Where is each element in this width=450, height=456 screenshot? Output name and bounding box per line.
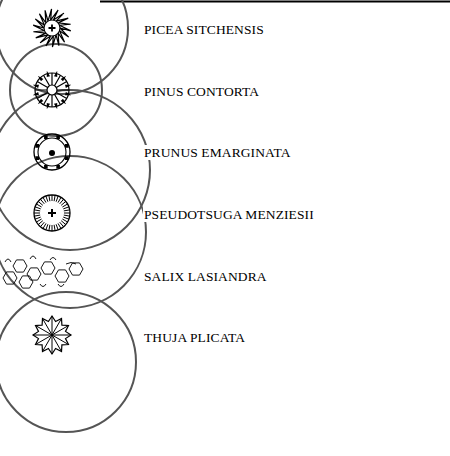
legend-entry: SALIX LASIANDRA (143, 267, 268, 285)
species-name: THUJA PLICATA (143, 330, 246, 345)
legend-entry: PRUNUS EMARGINATA (143, 143, 292, 161)
symbol-part (5, 256, 76, 287)
species-name: PSEUDOTSUGA MENZIESII (143, 207, 315, 222)
species-name: SALIX LASIANDRA (143, 269, 268, 284)
range-circles (0, 0, 150, 432)
legend-entry: PINUS CONTORTA (143, 82, 260, 100)
symbol-part (34, 195, 70, 231)
species-symbols (3, 9, 83, 354)
legend-entry: THUJA PLICATA (143, 328, 246, 346)
symbol-part (38, 138, 66, 166)
symbol-part (35, 135, 68, 168)
species-name: PICEA SITCHENSIS (143, 22, 265, 37)
symbol-part (33, 316, 71, 354)
symbol-part (34, 134, 70, 170)
symbol-part (34, 195, 70, 231)
symbol-part (49, 25, 56, 32)
symbol-part (49, 150, 55, 156)
symbol-part (48, 209, 56, 217)
symbol-part (33, 316, 71, 354)
legend-entry: PSEUDOTSUGA MENZIESII (143, 205, 315, 223)
species-name: PINUS CONTORTA (143, 84, 260, 99)
symbol-part (3, 260, 83, 288)
top-rule (100, 1, 450, 3)
legend-entry: PICEA SITCHENSIS (143, 20, 265, 38)
symbol-part (44, 20, 60, 36)
symbol-part (33, 71, 72, 110)
symbol-part (47, 85, 57, 95)
species-name: PRUNUS EMARGINATA (143, 145, 292, 160)
symbol-part (33, 9, 71, 47)
